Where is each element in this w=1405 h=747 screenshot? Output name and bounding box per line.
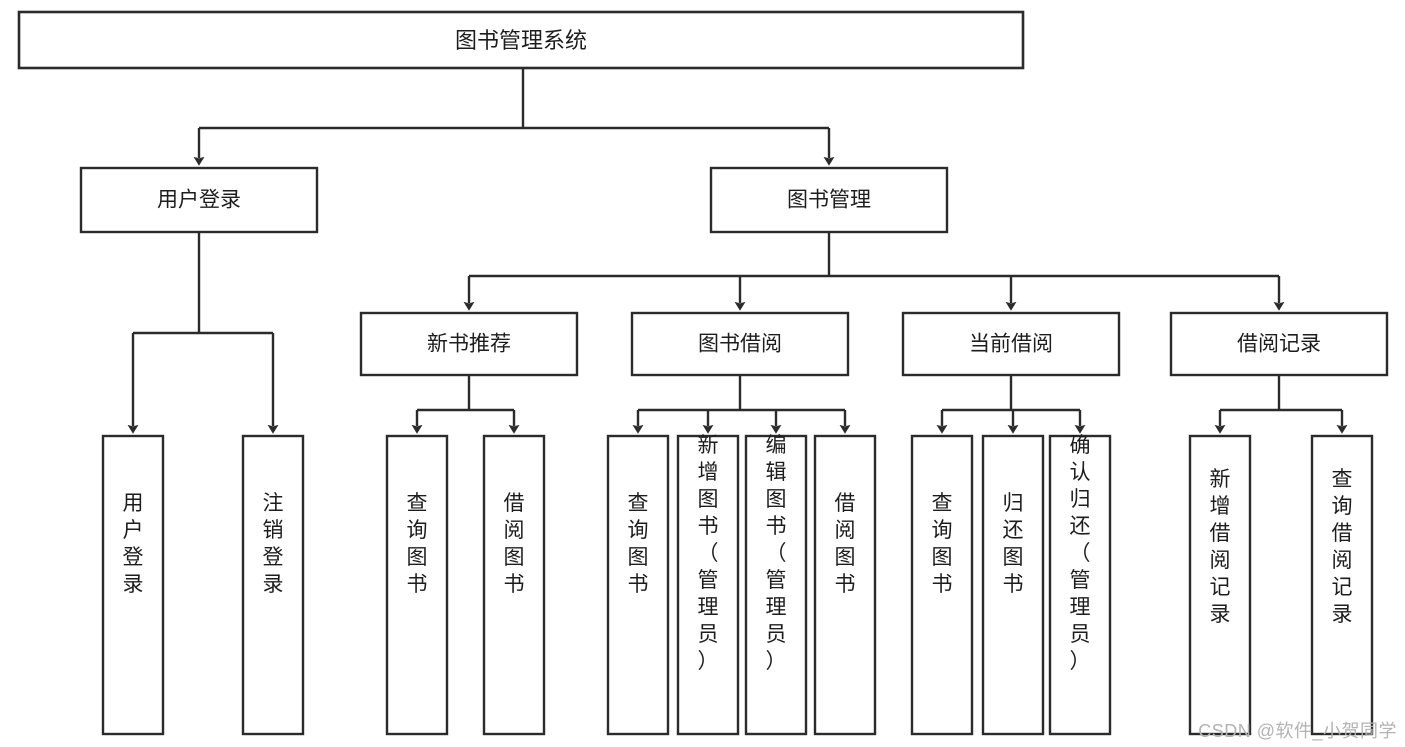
node-leaf-confirm-return-admin[interactable]: 确认归还（管理员） [1048, 434, 1112, 736]
node-leaf-confirm-return-admin-box[interactable] [1048, 434, 1112, 736]
node-leaf-add-book-admin-label: 新增图书（管理员） [698, 434, 719, 673]
node-leaf-logout[interactable]: 注销登录 [241, 434, 305, 736]
node-leaf-query-book-current[interactable]: 查询图书 [910, 434, 974, 736]
node-borrow-record-box[interactable] [1169, 311, 1389, 377]
node-user-login[interactable]: 用户登录 [79, 166, 319, 234]
node-leaf-query-book-current-label: 查询图书 [932, 492, 953, 596]
node-book-borrow-box[interactable] [630, 311, 850, 377]
node-current-borrow-label: 当前借阅 [969, 333, 1053, 356]
node-leaf-add-borrow-record[interactable]: 新增借阅记录 [1188, 434, 1252, 736]
node-leaf-logout-label: 注销登录 [263, 492, 284, 596]
node-leaf-query-book-newbook-box[interactable] [385, 434, 449, 736]
node-root-box[interactable] [17, 10, 1025, 70]
node-user-login-label: 用户登录 [157, 189, 241, 212]
node-user-login-box[interactable] [79, 166, 319, 234]
node-leaf-edit-book-admin-box[interactable] [744, 434, 808, 736]
node-book-management[interactable]: 图书管理 [709, 166, 949, 234]
node-leaf-query-book-borrow-label: 查询图书 [628, 492, 649, 596]
node-leaf-user-login[interactable]: 用户登录 [101, 434, 165, 736]
node-leaf-query-borrow-record[interactable]: 查询借阅记录 [1310, 434, 1374, 736]
csdn-watermark: CSDN @软件_小贺同学 [1198, 721, 1397, 741]
node-leaf-edit-book-admin-label: 编辑图书（管理员） [766, 434, 787, 673]
node-book-management-box[interactable] [709, 166, 949, 234]
node-leaf-add-borrow-record-box[interactable] [1188, 434, 1252, 736]
node-root[interactable]: 图书管理系统 [17, 10, 1025, 70]
node-current-borrow-box[interactable] [901, 311, 1121, 377]
node-root-label: 图书管理系统 [455, 28, 587, 53]
node-new-book-recommend-label: 新书推荐 [427, 333, 511, 356]
node-leaf-add-borrow-record-label: 新增借阅记录 [1210, 468, 1231, 626]
node-leaf-query-borrow-record-box[interactable] [1310, 434, 1374, 736]
node-current-borrow[interactable]: 当前借阅 [901, 311, 1121, 377]
node-borrow-record[interactable]: 借阅记录 [1169, 311, 1389, 377]
node-leaf-query-book-newbook[interactable]: 查询图书 [385, 434, 449, 736]
node-leaf-borrow-book-newbook-box[interactable] [482, 434, 546, 736]
node-leaf-return-book[interactable]: 归还图书 [981, 434, 1045, 736]
node-leaf-borrow-book-box[interactable] [813, 434, 877, 736]
node-leaf-borrow-book[interactable]: 借阅图书 [813, 434, 877, 736]
node-leaf-return-book-label: 归还图书 [1003, 492, 1024, 596]
node-leaf-query-book-newbook-label: 查询图书 [407, 492, 428, 596]
node-leaf-edit-book-admin[interactable]: 编辑图书（管理员） [744, 434, 808, 736]
node-book-management-label: 图书管理 [787, 189, 871, 212]
node-new-book-recommend[interactable]: 新书推荐 [359, 311, 579, 377]
node-borrow-record-label: 借阅记录 [1237, 333, 1321, 356]
node-leaf-user-login-box[interactable] [101, 434, 165, 736]
node-leaf-borrow-book-newbook-label: 借阅图书 [504, 492, 525, 596]
connector-layer [127, 68, 1348, 434]
node-book-borrow[interactable]: 图书借阅 [630, 311, 850, 377]
node-leaf-logout-box[interactable] [241, 434, 305, 736]
node-leaf-confirm-return-admin-label: 确认归还（管理员） [1070, 434, 1091, 673]
node-leaf-user-login-label: 用户登录 [123, 492, 144, 596]
node-leaf-query-book-borrow-box[interactable] [606, 434, 670, 736]
node-leaf-add-book-admin-box[interactable] [676, 434, 740, 736]
node-leaf-query-book-current-box[interactable] [910, 434, 974, 736]
node-leaf-borrow-book-label: 借阅图书 [835, 492, 856, 596]
node-leaf-add-book-admin[interactable]: 新增图书（管理员） [676, 434, 740, 736]
node-leaf-query-book-borrow[interactable]: 查询图书 [606, 434, 670, 736]
node-new-book-recommend-box[interactable] [359, 311, 579, 377]
node-book-borrow-label: 图书借阅 [698, 333, 782, 356]
node-leaf-query-borrow-record-label: 查询借阅记录 [1332, 468, 1353, 626]
node-leaf-return-book-box[interactable] [981, 434, 1045, 736]
node-leaf-borrow-book-newbook[interactable]: 借阅图书 [482, 434, 546, 736]
